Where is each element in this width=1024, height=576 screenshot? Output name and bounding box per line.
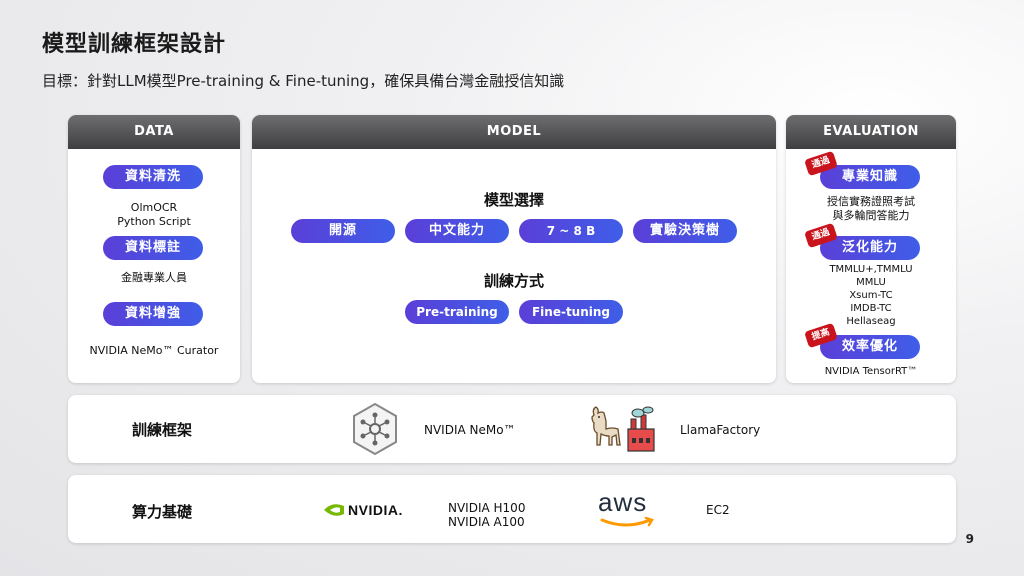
eval-note-efficiency-1: NVIDIA TensorRT™ bbox=[824, 366, 918, 377]
training-option-pretraining: Pre-training bbox=[405, 300, 509, 324]
eval-note-generalization-2: MMLU bbox=[856, 277, 886, 288]
model-card-body: 模型選擇 開源 中文能力 7 ~ 8 B 實驗決策樹 訓練方式 Pre-trai… bbox=[252, 149, 776, 383]
training-framework-row: 訓練框架 NVIDIA NeMo™ LlamaFactory bbox=[68, 395, 956, 463]
gpu-line-a100: NVIDIA A100 bbox=[448, 515, 525, 529]
evaluation-card-body: 專業知識 通過 授信實務證照考試 與多輪問答能力 泛化能力 通過 TMMLU+,… bbox=[786, 149, 956, 383]
data-pill-labeling: 資料標註 bbox=[103, 236, 203, 260]
model-option-chinese: 中文能力 bbox=[405, 219, 509, 243]
model-option-decision-tree: 實驗決策樹 bbox=[633, 219, 737, 243]
llama-factory-icon bbox=[588, 405, 658, 453]
model-selection-title: 模型選擇 bbox=[483, 191, 544, 209]
eval-note-generalization-4: IMDB-TC bbox=[850, 303, 892, 314]
data-note-labeling-1: 金融專業人員 bbox=[121, 271, 187, 284]
data-note-cleaning-2: Python Script bbox=[117, 215, 191, 228]
model-option-size: 7 ~ 8 B bbox=[519, 219, 623, 243]
data-card-header: DATA bbox=[68, 115, 240, 149]
eval-pill-professional: 專業知識 bbox=[820, 165, 920, 189]
model-card-header: MODEL bbox=[252, 115, 776, 149]
model-card: MODEL 模型選擇 開源 中文能力 7 ~ 8 B 實驗決策樹 訓練方式 Pr… bbox=[252, 115, 776, 383]
page-number: 9 bbox=[965, 532, 974, 546]
eval-note-generalization-5: Hellaseag bbox=[846, 316, 896, 327]
nemo-hex-icon bbox=[350, 401, 400, 457]
eval-pill-efficiency: 效率優化 bbox=[820, 335, 920, 359]
evaluation-card-header: EVALUATION bbox=[786, 115, 956, 149]
data-card-body: 資料清洗 OlmOCR Python Script 資料標註 金融專業人員 資料… bbox=[68, 149, 240, 383]
compute-foundation-row: 算力基礎 NVIDIA. NVIDIA H100 NVIDIA A100 aws… bbox=[68, 475, 956, 543]
slide-title: 模型訓練框架設計 bbox=[42, 32, 227, 57]
nvidia-logo: NVIDIA. bbox=[322, 500, 408, 520]
eval-note-generalization-3: Xsum-TC bbox=[849, 290, 893, 301]
ec2-text: EC2 bbox=[706, 503, 730, 517]
training-framework-label: 訓練框架 bbox=[132, 421, 193, 439]
eval-pill-generalization: 泛化能力 bbox=[820, 236, 920, 260]
llamafactory-text: LlamaFactory bbox=[680, 423, 761, 437]
data-card: DATA 資料清洗 OlmOCR Python Script 資料標註 金融專業… bbox=[68, 115, 240, 383]
nemo-framework-text: NVIDIA NeMo™ bbox=[424, 423, 516, 437]
aws-logo: aws bbox=[598, 487, 658, 531]
eval-note-generalization-1: TMMLU+,TMMLU bbox=[829, 264, 913, 275]
data-pill-augmentation: 資料增強 bbox=[103, 302, 203, 326]
data-note-cleaning-1: OlmOCR bbox=[130, 201, 178, 214]
aws-logo-text: aws bbox=[598, 487, 648, 517]
slide-subtitle: 目標：針對LLM模型Pre-training & Fine-tuning，確保具… bbox=[42, 72, 565, 90]
data-pill-cleaning: 資料清洗 bbox=[103, 165, 203, 189]
nvidia-logo-text: NVIDIA. bbox=[348, 502, 403, 518]
evaluation-card: EVALUATION 專業知識 通過 授信實務證照考試 與多輪問答能力 泛化能力… bbox=[786, 115, 956, 383]
training-option-finetuning: Fine-tuning bbox=[519, 300, 623, 324]
gpu-line-h100: NVIDIA H100 bbox=[448, 501, 526, 515]
training-method-title: 訓練方式 bbox=[483, 272, 544, 290]
data-note-augmentation-1: NVIDIA NeMo™ Curator bbox=[89, 344, 219, 357]
eval-note-professional-1: 授信實務證照考試 bbox=[827, 195, 915, 208]
eval-note-professional-2: 與多輪問答能力 bbox=[832, 209, 910, 222]
model-option-open-source: 開源 bbox=[291, 219, 395, 243]
compute-foundation-label: 算力基礎 bbox=[132, 503, 193, 521]
